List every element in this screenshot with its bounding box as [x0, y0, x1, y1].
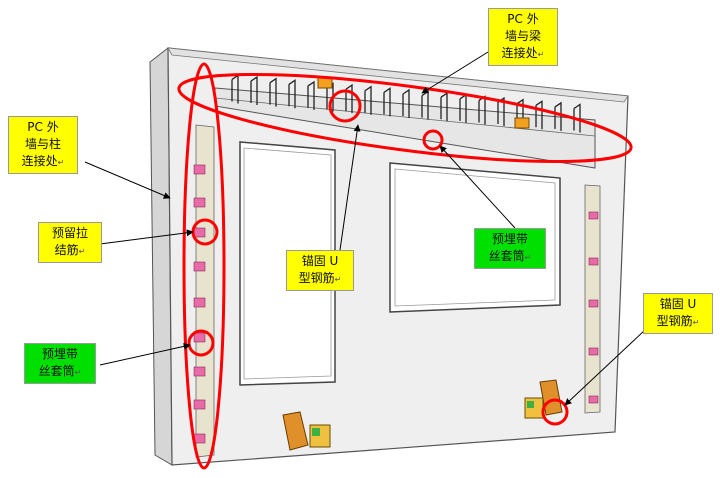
- leader-beam: [421, 51, 489, 94]
- label-line: PC 外: [507, 12, 539, 26]
- label-embedded-sleeve-right: 预埋带 丝套筒↵: [474, 228, 546, 269]
- u-bar-row: [231, 74, 581, 133]
- label-anchor-u-bar-right: 锚固 U 型钢筋↵: [643, 293, 713, 334]
- highlight-sleeve-top: [422, 129, 444, 151]
- left-strip-pads: [193, 164, 206, 444]
- leader-u-bar-right: [564, 329, 646, 406]
- highlight-column-connection: [182, 62, 226, 470]
- sleeve-pad: [193, 197, 206, 208]
- u-bar: [364, 85, 372, 115]
- u-bar: [478, 95, 486, 125]
- sleeve-pad: [588, 395, 599, 404]
- sleeve-pad: [193, 332, 206, 343]
- sleeve-pad: [193, 433, 206, 444]
- label-line: 连接处↵: [501, 46, 545, 60]
- label-line: 预埋带: [41, 347, 78, 361]
- sleeve-pad: [588, 257, 599, 266]
- leader-column: [84, 161, 171, 199]
- label-line: 预留拉: [51, 226, 88, 240]
- highlight-u-bar: [328, 89, 362, 123]
- highlight-u-bar-bottom: [541, 398, 569, 426]
- bottom-bracket-left: [282, 411, 331, 451]
- label-pc-wall-column-connection: PC 外 墙与柱 连接处↵: [8, 116, 78, 174]
- sleeve-pad: [193, 399, 206, 410]
- u-bar: [307, 80, 315, 110]
- label-line: 预埋带: [491, 232, 528, 246]
- u-bar: [345, 83, 353, 114]
- label-line: 型钢筋↵: [656, 314, 700, 328]
- sleeve-pad: [193, 261, 206, 272]
- sleeve-pad: [588, 299, 599, 308]
- label-embedded-sleeve-left: 预埋带 丝套筒↵: [24, 343, 96, 384]
- label-line: 墙与柱: [24, 137, 61, 151]
- top-lifting-plate-right: [514, 117, 530, 129]
- panel-top-edge: [167, 47, 629, 103]
- sleeve-pad: [193, 227, 206, 238]
- label-line: PC 外: [27, 120, 59, 134]
- right-strip-pads: [588, 211, 599, 404]
- leader-tie-bar: [99, 229, 194, 245]
- label-line: 连接处↵: [21, 154, 65, 168]
- label-line: 丝套筒↵: [488, 249, 532, 263]
- leader-sleeve-right: [439, 145, 516, 229]
- label-line: 丝套筒↵: [38, 364, 82, 378]
- leader-sleeve-left: [99, 342, 191, 366]
- u-bar: [383, 87, 391, 117]
- top-lifting-plate-left: [317, 77, 333, 89]
- u-bar: [440, 91, 448, 122]
- highlight-beam-connection: [177, 73, 633, 163]
- u-bar: [269, 77, 277, 107]
- sleeve-pad: [193, 164, 206, 175]
- label-line: 结筋↵: [54, 243, 86, 257]
- label-line: 锚固 U: [301, 254, 339, 268]
- u-bar: [288, 79, 296, 109]
- u-bar: [402, 88, 410, 118]
- column-connection-strip-right: [584, 184, 601, 414]
- u-bar: [554, 101, 562, 131]
- label-line: 墙与梁: [504, 29, 541, 43]
- label-reserved-tie-bar: 预留拉 结筋↵: [38, 222, 102, 263]
- sleeve-pad: [193, 366, 206, 377]
- leader-u-bar-center: [339, 124, 361, 251]
- label-pc-wall-beam-connection: PC 外 墙与梁 连接处↵: [488, 8, 558, 66]
- sleeve-pad: [588, 211, 599, 220]
- label-anchor-u-bar-center: 锚固 U 型钢筋↵: [286, 250, 354, 291]
- sleeve-pad: [588, 347, 599, 356]
- sleeve-pad: [193, 297, 206, 308]
- label-line: 型钢筋↵: [298, 271, 342, 285]
- u-bar: [250, 75, 258, 106]
- label-line: 锚固 U: [659, 297, 697, 311]
